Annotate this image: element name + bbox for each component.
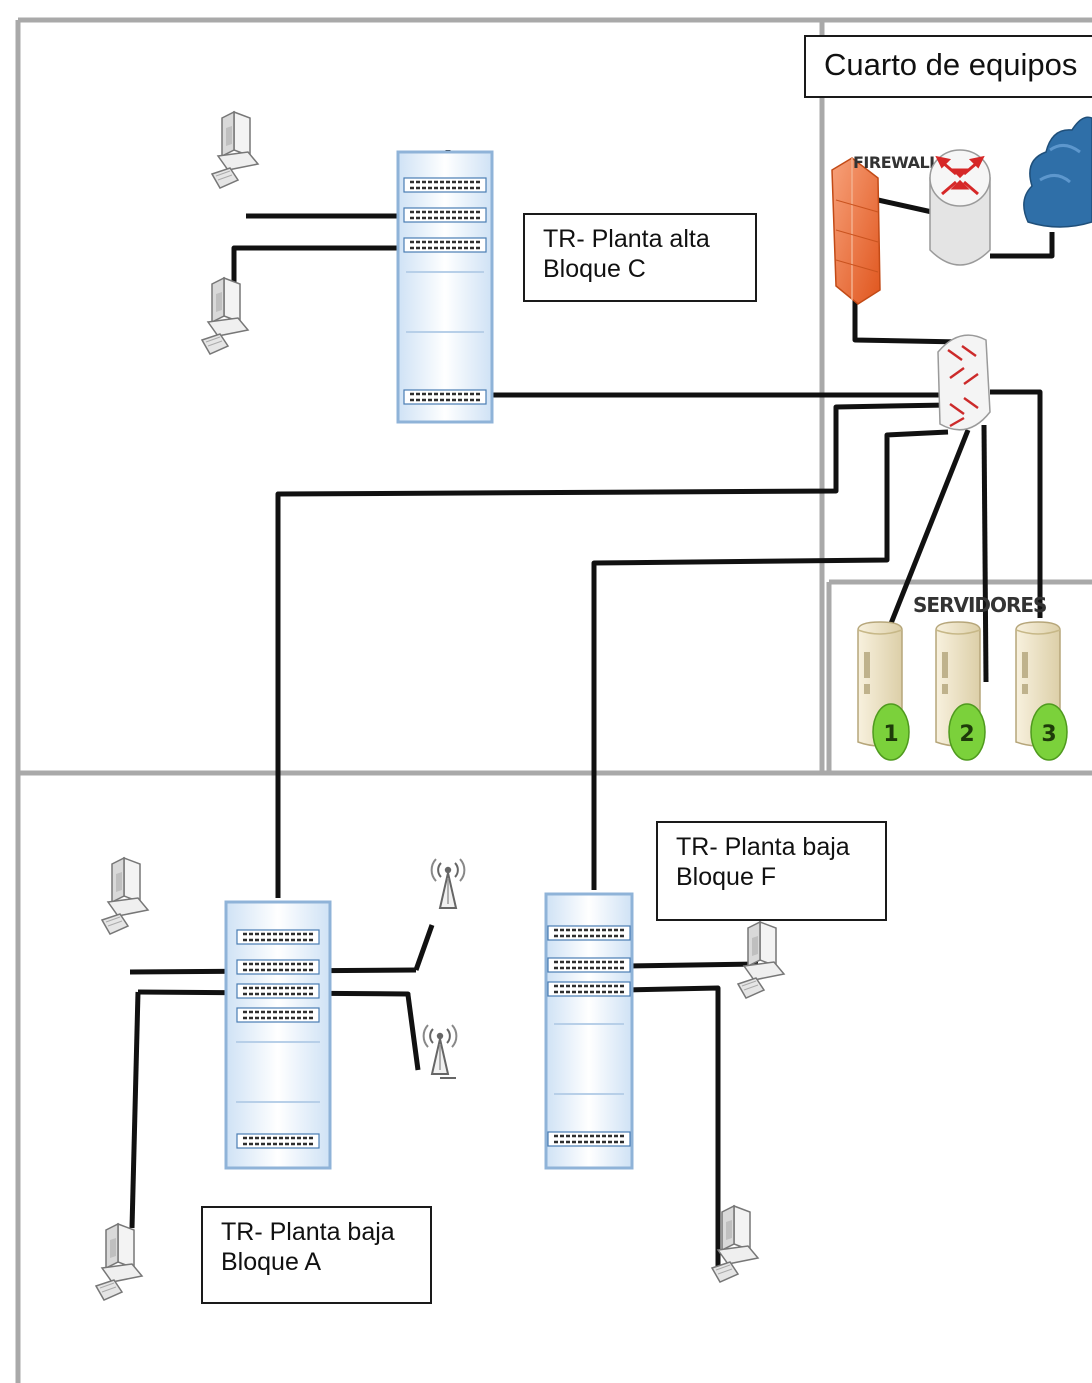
rack-icon [224, 900, 332, 1170]
wireless-access-point-icon [422, 1024, 458, 1075]
firewall-label: FIREWALL [853, 153, 939, 172]
tr-bloque-f-line2: Bloque F [676, 862, 777, 891]
cable-firewall-core-switch [852, 300, 963, 345]
rack-icon [396, 150, 494, 424]
computer-icon [95, 1223, 143, 1301]
cable-rack-f-pc-right-bottom [623, 985, 721, 1268]
computer-icon [737, 921, 785, 999]
tr-bloque-a-line1: TR- Planta baja [221, 1218, 395, 1246]
server-1: 1 [857, 621, 910, 761]
rack-bloque-a [224, 900, 332, 1170]
core-switch-icon [937, 334, 991, 431]
floor-plan-walls [15, 17, 1092, 1383]
server-number: 1 [883, 722, 898, 747]
wireless-access-point-icon [430, 858, 466, 909]
tr-bloque-a-line2: Bloque A [221, 1247, 322, 1276]
internet-cloud-icon [1023, 116, 1092, 228]
cable-rack-f-core-switch [591, 429, 949, 890]
computer-icon [211, 111, 259, 189]
firewall-icon: FIREWALL [831, 153, 940, 305]
cable-router-cloud [990, 232, 1055, 259]
cable-core-server-2 [981, 424, 989, 683]
rack-bloque-c [396, 150, 494, 424]
cable-firewall-router [877, 197, 933, 215]
tr-bloque-c-line1: TR- Planta alta [543, 225, 710, 253]
rack-bloque-f [544, 892, 634, 1170]
cable-core-server-1 [887, 429, 971, 627]
server-badge [948, 703, 986, 761]
tr-bloque-c-label: TR- Planta alta Bloque C [523, 213, 757, 302]
tr-bloque-c-line2: Bloque C [543, 254, 646, 283]
cable-pc2-rack-c [231, 245, 402, 290]
server-number: 3 [1041, 722, 1056, 747]
servers-heading: SERVIDORES [913, 593, 1046, 617]
computer-icon [101, 857, 149, 935]
router-icon [929, 149, 991, 266]
cable-rack-a-core-switch [275, 402, 949, 898]
tr-bloque-a-label: TR- Planta baja Bloque A [201, 1206, 432, 1304]
server-2: 2 [935, 621, 986, 761]
equipment-room-title-text: Cuarto de equipos [824, 47, 1078, 82]
cable-rack-f-pc-right-top [623, 961, 759, 969]
cable-pc-left-bottom-rack-a [129, 991, 141, 1229]
server-3: 3 [1015, 621, 1068, 761]
tr-bloque-f-line1: TR- Planta baja [676, 833, 850, 861]
tr-bloque-f-label: TR- Planta baja Bloque F [656, 821, 887, 921]
network-cables [129, 150, 1055, 1268]
servers-group: SERVIDORES 1 2 3 [857, 593, 1068, 761]
server-badge [1030, 703, 1068, 761]
cable-core-server-3 [990, 389, 1043, 618]
server-badge [872, 703, 910, 761]
computer-icon [201, 277, 249, 355]
cable-rack-a-ap-top [413, 924, 435, 971]
server-number: 2 [959, 722, 974, 747]
equipment-room-title: Cuarto de equipos [804, 35, 1092, 98]
